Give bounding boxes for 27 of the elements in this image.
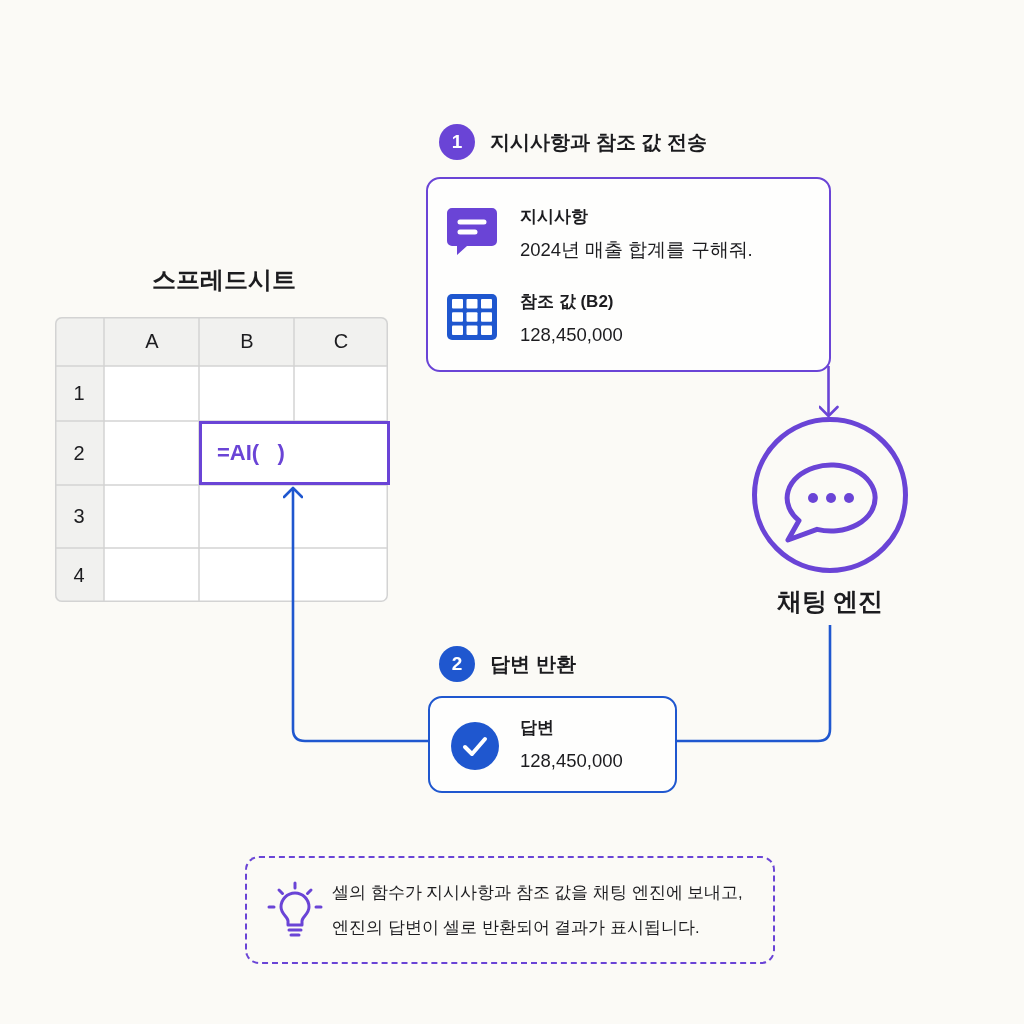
item-text: 128,450,000 — [520, 323, 623, 347]
arrow — [818, 366, 839, 418]
row-number: 1 — [73, 381, 85, 405]
row-number: 2 — [73, 441, 85, 465]
engine-label: 채팅 엔진 — [776, 586, 884, 616]
info-card — [428, 696, 677, 793]
step-number: 1 — [439, 124, 475, 160]
row-number: 4 — [73, 563, 85, 587]
item-title: 답변 — [520, 717, 554, 739]
arrow — [282, 486, 428, 743]
formula-cell: =AI( ) — [199, 421, 390, 485]
info-card — [426, 177, 831, 372]
item-title: 참조 값 (B2) — [520, 291, 614, 313]
step-title: 답변 반환 — [490, 652, 576, 677]
column-letter: B — [240, 329, 254, 353]
note-box — [245, 856, 775, 964]
row-number: 3 — [73, 504, 85, 528]
column-letter: A — [145, 329, 159, 353]
step-title: 지시사항과 참조 값 전송 — [490, 130, 707, 155]
connector-line — [677, 625, 832, 743]
item-text: 2024년 매출 합계를 구해줘. — [520, 238, 753, 262]
step-number: 2 — [439, 646, 475, 682]
column-letter: C — [333, 329, 349, 353]
item-title: 지시사항 — [520, 206, 588, 228]
item-text: 128,450,000 — [520, 749, 623, 773]
note-text: 셀의 함수가 지시사항과 참조 값을 채팅 엔진에 보내고, 엔진의 답변이 셀로 반환되어 결과가 표시됩니다. — [332, 882, 744, 938]
spreadsheet-title: 스프레드시트 — [151, 265, 296, 295]
